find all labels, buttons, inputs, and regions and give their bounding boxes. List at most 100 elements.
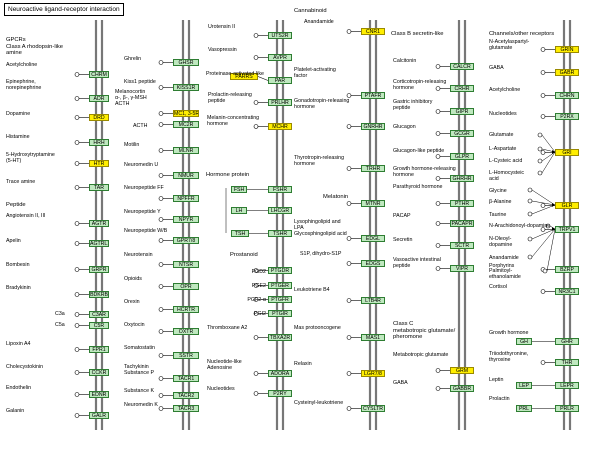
receptor-hrh[interactable]: HRH bbox=[89, 139, 109, 146]
receptor-tacr2[interactable]: TACR2 bbox=[173, 392, 199, 399]
receptor-chrm[interactable]: CHRM bbox=[89, 71, 109, 78]
ligand-box-tsh[interactable]: TSH bbox=[231, 230, 249, 237]
ligand-box-fsh[interactable]: FSH bbox=[231, 186, 247, 193]
receptor-cckr[interactable]: CCKR bbox=[89, 369, 109, 376]
group-label-melatonin: Melatonin bbox=[323, 194, 348, 201]
receptor-gabbr[interactable]: GABBR bbox=[450, 385, 474, 392]
receptor-ptafr[interactable]: PTAFR bbox=[361, 92, 385, 99]
receptor-grm[interactable]: GRM bbox=[450, 367, 474, 374]
receptor-gpr7-8[interactable]: GPR7/8 bbox=[173, 237, 199, 244]
receptor-fshr[interactable]: FSHR bbox=[268, 186, 292, 193]
receptor-tacr1[interactable]: TACR1 bbox=[173, 375, 199, 382]
receptor-agtr[interactable]: AGTR bbox=[89, 220, 109, 227]
receptor-tshr[interactable]: TSHR bbox=[268, 230, 292, 237]
receptor-cysltr[interactable]: CYSLTR bbox=[361, 405, 385, 412]
receptor-bzrp[interactable]: BZRP bbox=[555, 266, 579, 273]
ligand-box-lep[interactable]: LEP bbox=[516, 382, 532, 389]
receptor-mtnr[interactable]: MTNR bbox=[361, 200, 385, 207]
receptor-fpr1[interactable]: FPR1 bbox=[89, 346, 109, 353]
receptor-edgs[interactable]: EDGS bbox=[361, 260, 385, 267]
receptor-grin[interactable]: GRIN bbox=[555, 46, 579, 53]
receptor-ghr[interactable]: GHR bbox=[555, 338, 579, 345]
receptor-trhr[interactable]: TRHR bbox=[361, 165, 385, 172]
receptor-ghrhr[interactable]: GHRHR bbox=[450, 175, 474, 182]
receptor-gcgr[interactable]: GCGR bbox=[450, 130, 474, 137]
receptor-gri[interactable]: GRI bbox=[555, 149, 579, 156]
receptor-chrn[interactable]: CHRN bbox=[555, 92, 579, 99]
receptor-gnrhr[interactable]: GNRHR bbox=[361, 123, 385, 130]
receptor-pacapr[interactable]: PACAPR bbox=[450, 220, 474, 227]
receptor-glr[interactable]: GLR bbox=[555, 202, 579, 209]
receptor-hcrtr[interactable]: HCRTR bbox=[173, 306, 199, 313]
receptor-tacr3[interactable]: TACR3 bbox=[173, 405, 199, 412]
ligand-label-line: LPA bbox=[294, 225, 304, 231]
receptor-gipr[interactable]: GIPR bbox=[450, 108, 474, 115]
receptor-par[interactable]: PAR bbox=[268, 77, 292, 84]
receptor-p2ry[interactable]: P2RY bbox=[268, 390, 292, 397]
receptor-mc2r[interactable]: MC2R bbox=[173, 121, 199, 128]
receptor-lepr[interactable]: LEPR bbox=[555, 382, 579, 389]
ligand-label-line: β-Alanine bbox=[489, 199, 512, 205]
receptor-grpr[interactable]: GRPR bbox=[89, 266, 109, 273]
receptor-prlhr[interactable]: PRLHR bbox=[268, 99, 292, 106]
receptor-bdkrb[interactable]: BDKRB bbox=[89, 291, 109, 298]
receptor-sstr[interactable]: SSTR bbox=[173, 352, 199, 359]
receptor-sctr[interactable]: SCTR bbox=[450, 242, 474, 249]
receptor-drd[interactable]: DRD bbox=[89, 114, 109, 121]
receptor-adora[interactable]: ADORA bbox=[268, 370, 292, 377]
receptor-thr[interactable]: THR bbox=[555, 359, 579, 366]
receptor-uts2r[interactable]: UTS2R bbox=[268, 32, 292, 39]
receptor-cnr1[interactable]: CNR1 bbox=[361, 28, 385, 35]
receptor-c5r[interactable]: C5R bbox=[89, 322, 109, 329]
receptor-lhcgr[interactable]: LHCGR bbox=[268, 207, 292, 214]
receptor-ntsr[interactable]: NTSR bbox=[173, 261, 199, 268]
ligand-node-circle bbox=[158, 238, 164, 243]
receptor-ednr[interactable]: EDNR bbox=[89, 391, 109, 398]
receptor-ghsr[interactable]: GHSR bbox=[173, 59, 199, 66]
receptor-p2rx[interactable]: P2RX bbox=[555, 113, 579, 120]
receptor-calcr[interactable]: CALCR bbox=[450, 63, 474, 70]
receptor-nr3c1[interactable]: NR3C1 bbox=[555, 288, 579, 295]
receptor-glpr[interactable]: GLPR bbox=[450, 153, 474, 160]
receptor-npffr[interactable]: NPFFR bbox=[173, 195, 199, 202]
ligand-arrow bbox=[531, 200, 556, 206]
receptor-galr[interactable]: GALR bbox=[89, 412, 109, 419]
receptor-prlr[interactable]: PRLR bbox=[555, 405, 579, 412]
receptor-ptger[interactable]: PTGER bbox=[268, 282, 292, 289]
receptor-mlnr[interactable]: MLNR bbox=[173, 147, 199, 154]
receptor-tbxa2r[interactable]: TBXA2R bbox=[268, 334, 292, 341]
receptor-lgr7-8[interactable]: LGR7/8 bbox=[361, 370, 385, 377]
receptor-htr[interactable]: HTR bbox=[89, 160, 109, 167]
receptor-trpv1[interactable]: TRPV1 bbox=[555, 226, 579, 233]
ligand-box-gh[interactable]: GH bbox=[516, 338, 532, 345]
receptor-npyr[interactable]: NPYR bbox=[173, 216, 199, 223]
receptor-adr[interactable]: ADR bbox=[89, 95, 109, 102]
receptor-c3ar[interactable]: C3AR bbox=[89, 311, 109, 318]
receptor-crhr[interactable]: CRHR bbox=[450, 85, 474, 92]
receptor-edgl[interactable]: EDGL bbox=[361, 235, 385, 242]
receptor-opr[interactable]: OPR bbox=[173, 283, 199, 290]
ligand-box-parrs[interactable]: PARRS bbox=[230, 73, 258, 80]
receptor-oxtr[interactable]: OXTR bbox=[173, 328, 199, 335]
receptor-ptgir[interactable]: PTGIR bbox=[268, 310, 292, 317]
ligand-c4_10: Cysteinyl-leukotriene bbox=[294, 400, 364, 406]
receptor-kiss1r[interactable]: KISS1R bbox=[173, 84, 199, 91]
receptor-pthr[interactable]: PTHR bbox=[450, 200, 474, 207]
receptor-ptgfr[interactable]: PTGFR bbox=[268, 296, 292, 303]
receptor-gabr[interactable]: GABR bbox=[555, 69, 579, 76]
receptor-agtrl1[interactable]: AGTRL1 bbox=[89, 240, 109, 247]
receptor-tar[interactable]: TAR bbox=[89, 184, 109, 191]
ligand-node-circle bbox=[346, 261, 352, 266]
receptor-mc1-3-5r[interactable]: MC1, 3-5R bbox=[173, 110, 199, 117]
ligand-box-prl[interactable]: PRL bbox=[516, 405, 532, 412]
receptor-mas1[interactable]: MAS1 bbox=[361, 334, 385, 341]
ligand-box-lh[interactable]: LH bbox=[231, 207, 247, 214]
receptor-ltb4r[interactable]: LTB4R bbox=[361, 297, 385, 304]
receptor-vipr[interactable]: VIPR bbox=[450, 265, 474, 272]
ligand-node-circle bbox=[540, 70, 546, 75]
receptor-nmur[interactable]: NMUR bbox=[173, 172, 199, 179]
ligand-c2_9: Neurotensin bbox=[124, 252, 174, 258]
receptor-ptgdr[interactable]: PTGDR bbox=[268, 267, 292, 274]
receptor-avpr[interactable]: AVPR bbox=[268, 54, 292, 61]
receptor-mchr[interactable]: MCHR bbox=[268, 123, 292, 130]
